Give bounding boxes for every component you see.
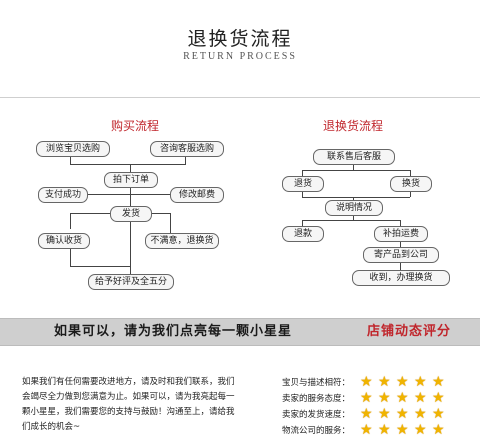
star-icon[interactable]: ★ <box>432 422 445 438</box>
star-icon[interactable]: ★ <box>432 390 445 406</box>
review-node: 给予好评及全五分 <box>88 274 174 290</box>
star-icon[interactable]: ★ <box>414 406 427 422</box>
divider <box>0 97 480 98</box>
page-subtitle: RETURN PROCESS <box>183 51 297 62</box>
browse-node: 浏览宝贝选购 <box>36 141 110 157</box>
star-icon[interactable]: ★ <box>396 374 409 390</box>
order-node: 拍下订单 <box>104 172 158 188</box>
modify-shipping-node: 修改邮费 <box>170 187 224 203</box>
star-icon[interactable]: ★ <box>360 422 373 438</box>
star-icon[interactable]: ★ <box>360 406 373 422</box>
star-icon[interactable]: ★ <box>378 422 391 438</box>
rating-label: 宝贝与描述相符： <box>281 378 350 388</box>
exchange-node: 换货 <box>390 176 432 192</box>
star-icon[interactable]: ★ <box>432 406 445 422</box>
star-icon[interactable]: ★ <box>378 390 391 406</box>
extra-shipping-node: 补拍运费 <box>374 226 428 242</box>
star-icon[interactable]: ★ <box>396 390 409 406</box>
banner-bar <box>0 318 480 346</box>
ship-node: 发货 <box>110 206 152 222</box>
consult-node: 咨询客服选购 <box>150 141 224 157</box>
buy-flow-title: 购买流程 <box>110 119 159 133</box>
star-icon[interactable]: ★ <box>360 374 373 390</box>
contact-service-node: 联系售后客服 <box>313 149 395 165</box>
banner-slogan: 如果可以，请为我们点亮每一颗小星星 <box>53 324 292 339</box>
exchange-done-node: 收到，办理换货 <box>352 270 450 286</box>
rating-label: 物流公司的服务： <box>281 426 350 436</box>
star-icon[interactable]: ★ <box>378 374 391 390</box>
rating-label: 卖家的发货速度： <box>281 410 350 420</box>
star-icon[interactable]: ★ <box>432 374 445 390</box>
refund-node: 退款 <box>282 226 324 242</box>
star-icon[interactable]: ★ <box>378 406 391 422</box>
return-flow-title: 退换货流程 <box>322 119 383 133</box>
banner-rating-title: 店铺动态评分 <box>366 324 451 339</box>
return-goods-node: 退货 <box>282 176 324 192</box>
star-icon[interactable]: ★ <box>360 390 373 406</box>
customer-message: 如果我们有任何需要改进地方，请及时和我们联系，我们会竭尽全力做到您满意为止。如果… <box>22 377 235 432</box>
confirm-receipt-node: 确认收货 <box>38 233 90 249</box>
star-icon[interactable]: ★ <box>396 406 409 422</box>
pay-node: 支付成功 <box>38 187 88 203</box>
send-to-company-node: 寄产品到公司 <box>363 247 439 263</box>
star-icon[interactable]: ★ <box>414 390 427 406</box>
rating-label: 卖家的服务态度： <box>281 394 350 404</box>
unsatisfied-node: 不满意，退换货 <box>145 233 219 249</box>
star-icon[interactable]: ★ <box>414 374 427 390</box>
explain-node: 说明情况 <box>325 200 383 216</box>
star-icon[interactable]: ★ <box>396 422 409 438</box>
page-title: 退换货流程 <box>187 28 293 50</box>
star-icon[interactable]: ★ <box>414 422 427 438</box>
